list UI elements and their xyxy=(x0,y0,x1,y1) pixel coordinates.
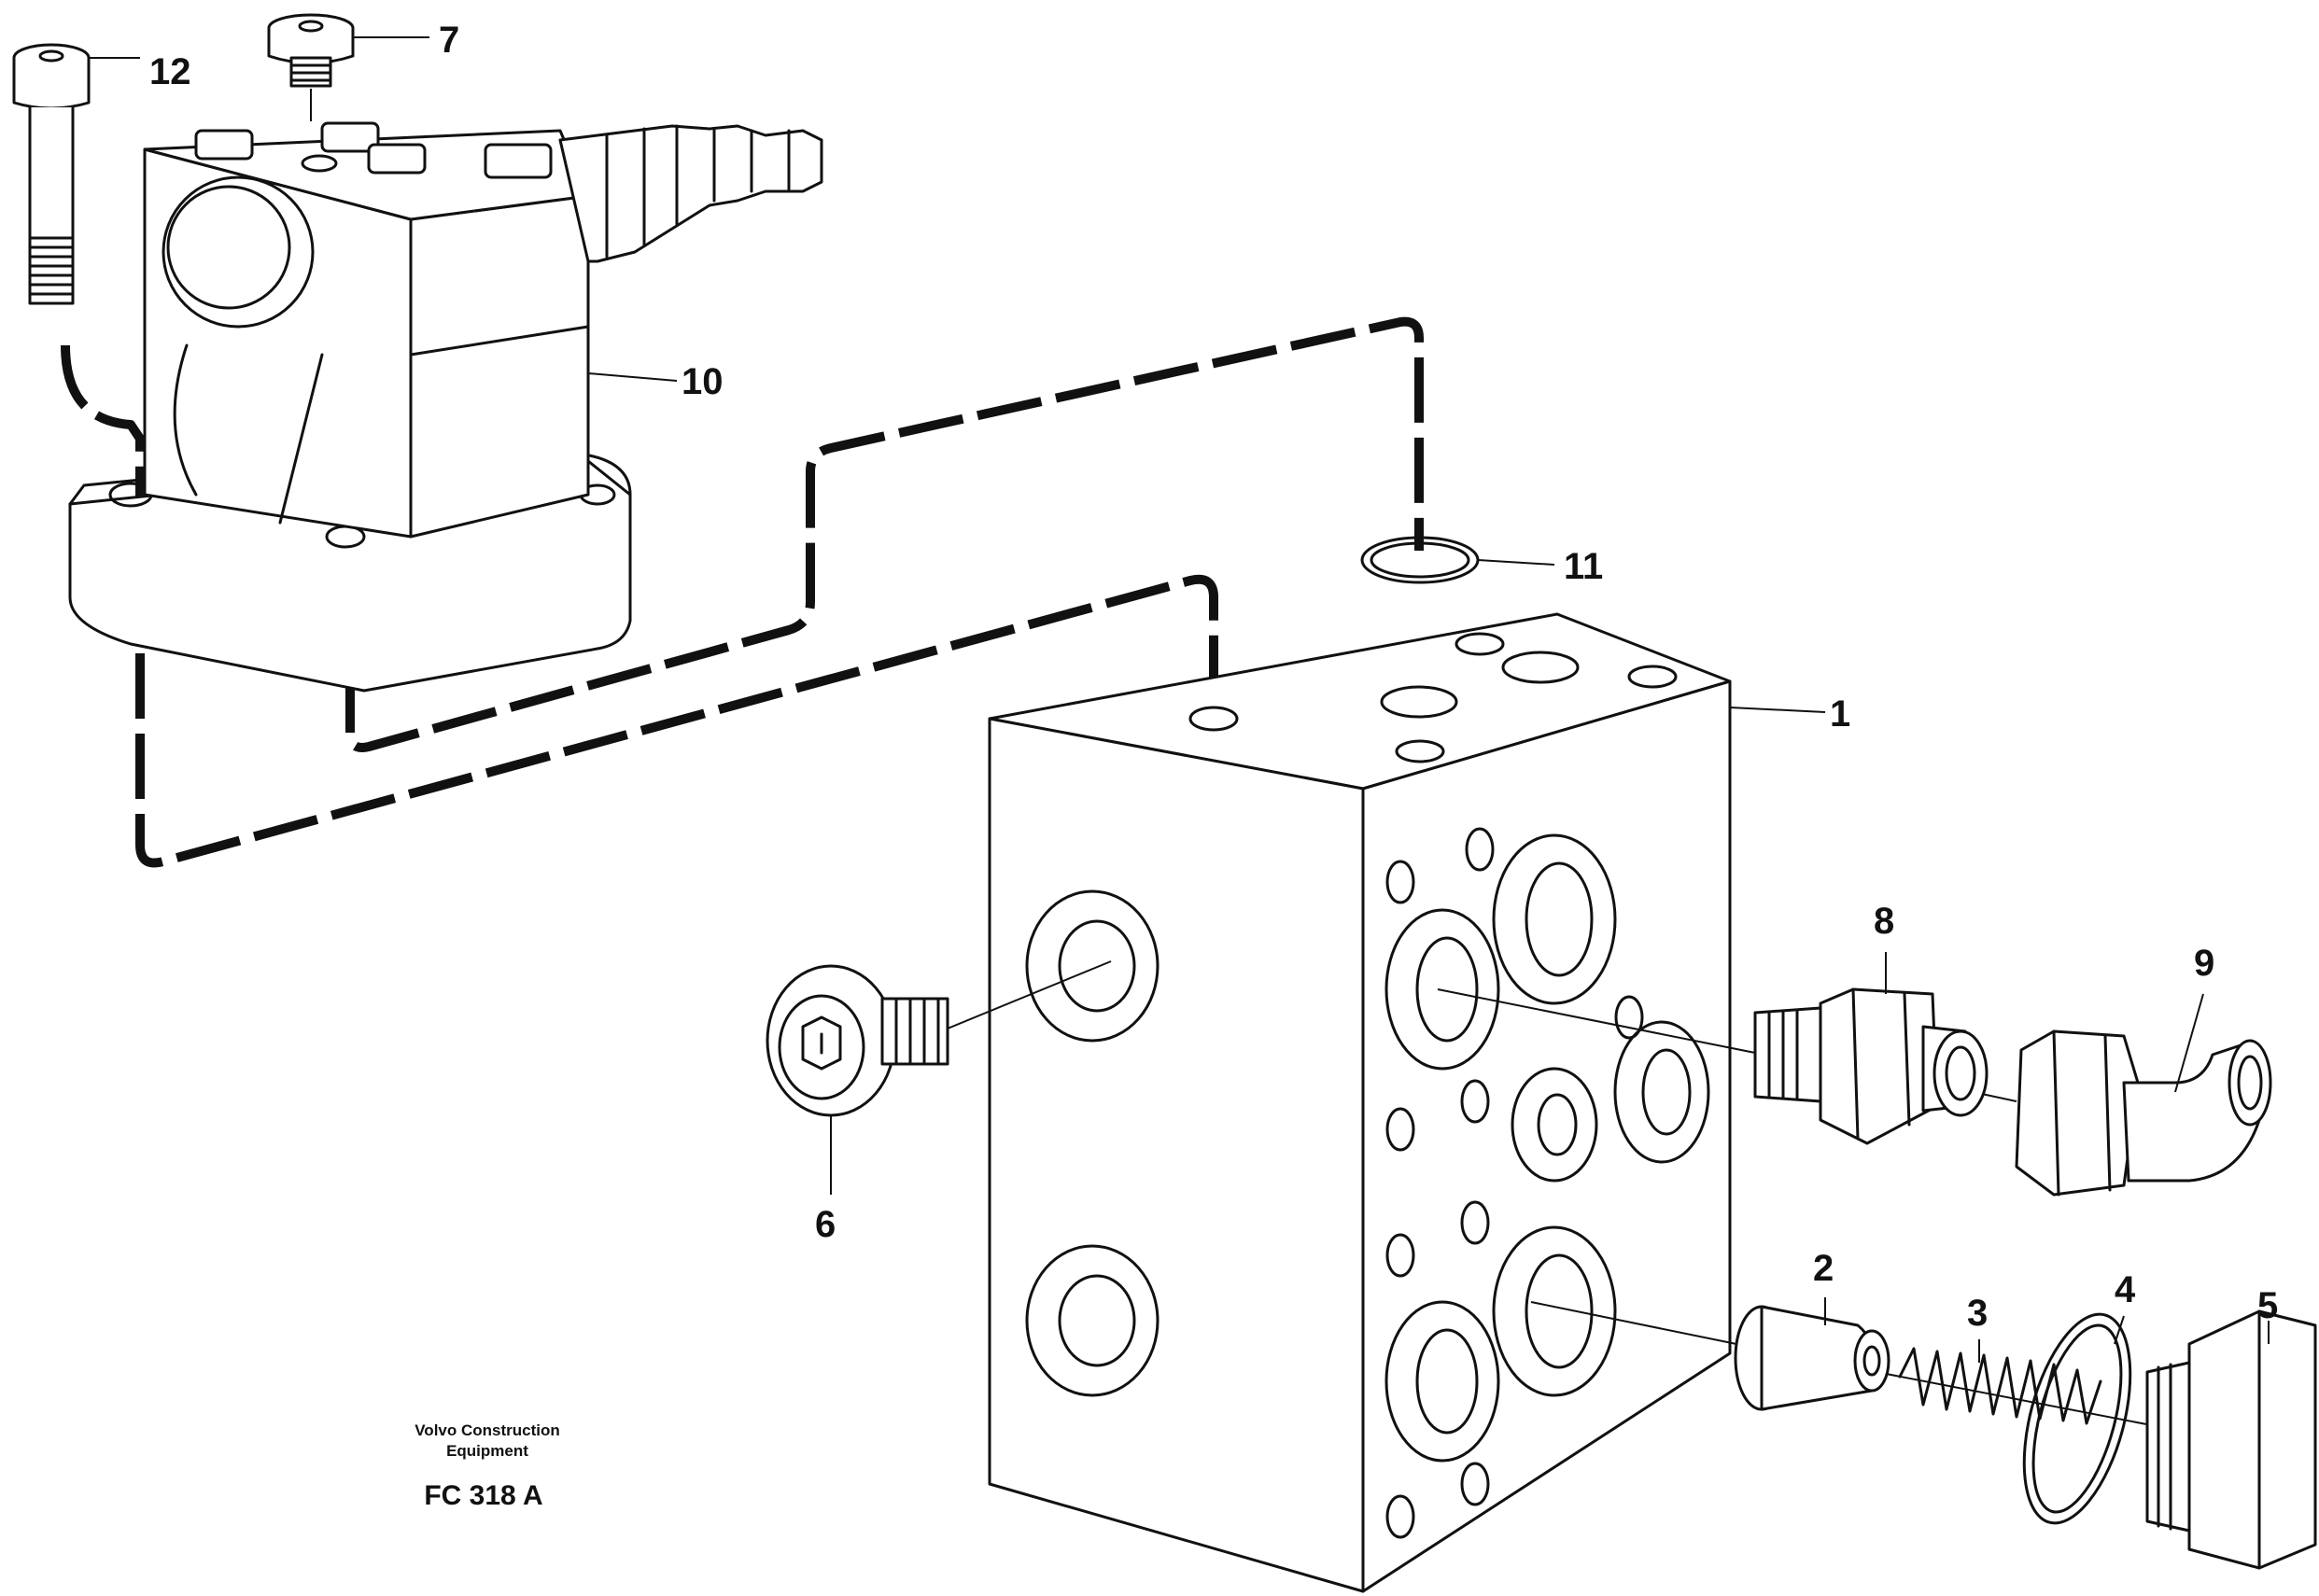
hydraulic-line-lower xyxy=(135,574,1218,868)
plug-part-7 xyxy=(267,13,355,121)
callout-8: 8 xyxy=(1874,901,1894,942)
hydraulic-line-upper xyxy=(61,316,1424,752)
adapter-part-8 xyxy=(1753,987,1989,1145)
plug-part-5 xyxy=(2145,1309,2317,1570)
elbow-part-9 xyxy=(2015,1029,2272,1197)
callout-4: 4 xyxy=(2115,1269,2136,1310)
callout-10: 10 xyxy=(682,361,724,402)
callout-6: 6 xyxy=(815,1204,836,1245)
caption-line-1: Volvo Construction xyxy=(415,1421,560,1439)
callout-2: 2 xyxy=(1813,1248,1834,1289)
callout-7: 7 xyxy=(439,20,459,61)
callout-12: 12 xyxy=(149,51,191,92)
valve-block xyxy=(988,612,1732,1593)
figure-code: FC 318 A xyxy=(424,1480,542,1511)
leader-lines xyxy=(89,36,2270,1363)
screw-part-12 xyxy=(12,43,91,305)
plug-part-6 xyxy=(766,964,949,1117)
callout-3: 3 xyxy=(1967,1293,1988,1334)
callout-11: 11 xyxy=(1564,546,1603,587)
callout-9: 9 xyxy=(2194,943,2214,984)
callout-5: 5 xyxy=(2257,1285,2278,1326)
pilot-valve-assembly xyxy=(68,121,823,693)
caption-line-2: Equipment xyxy=(446,1442,528,1460)
o-ring-part-11 xyxy=(1360,536,1480,584)
o-ring-part-4 xyxy=(2022,1312,2132,1525)
piston-part-2 xyxy=(1734,1305,1890,1411)
spring-part-3 xyxy=(1898,1347,2102,1425)
callout-1: 1 xyxy=(1830,693,1850,735)
